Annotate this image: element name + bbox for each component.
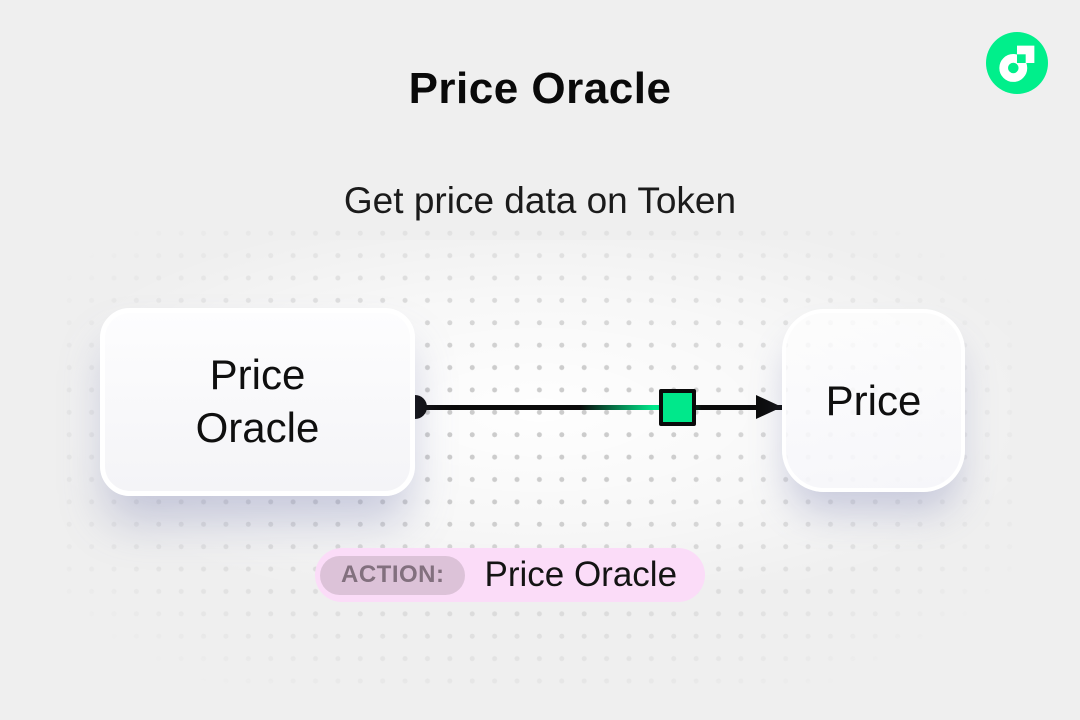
- connector-line: [415, 405, 782, 410]
- node-price-oracle: Price Oracle: [100, 308, 415, 496]
- action-badge-label: ACTION:: [320, 555, 466, 595]
- action-badge: ACTION: Price Oracle: [315, 548, 706, 602]
- node-price-label: Price: [825, 376, 922, 424]
- node-price: Price: [782, 309, 965, 492]
- node-price-oracle-label: Price Oracle: [195, 351, 320, 451]
- connector-token-marker: [659, 389, 696, 426]
- page-title: Price Oracle: [408, 64, 672, 113]
- page-subtitle: Get price data on Token: [343, 180, 737, 221]
- action-badge-value: Price Oracle: [484, 555, 678, 594]
- flow-logo-icon: [986, 32, 1048, 94]
- arrowhead-icon: [756, 395, 782, 419]
